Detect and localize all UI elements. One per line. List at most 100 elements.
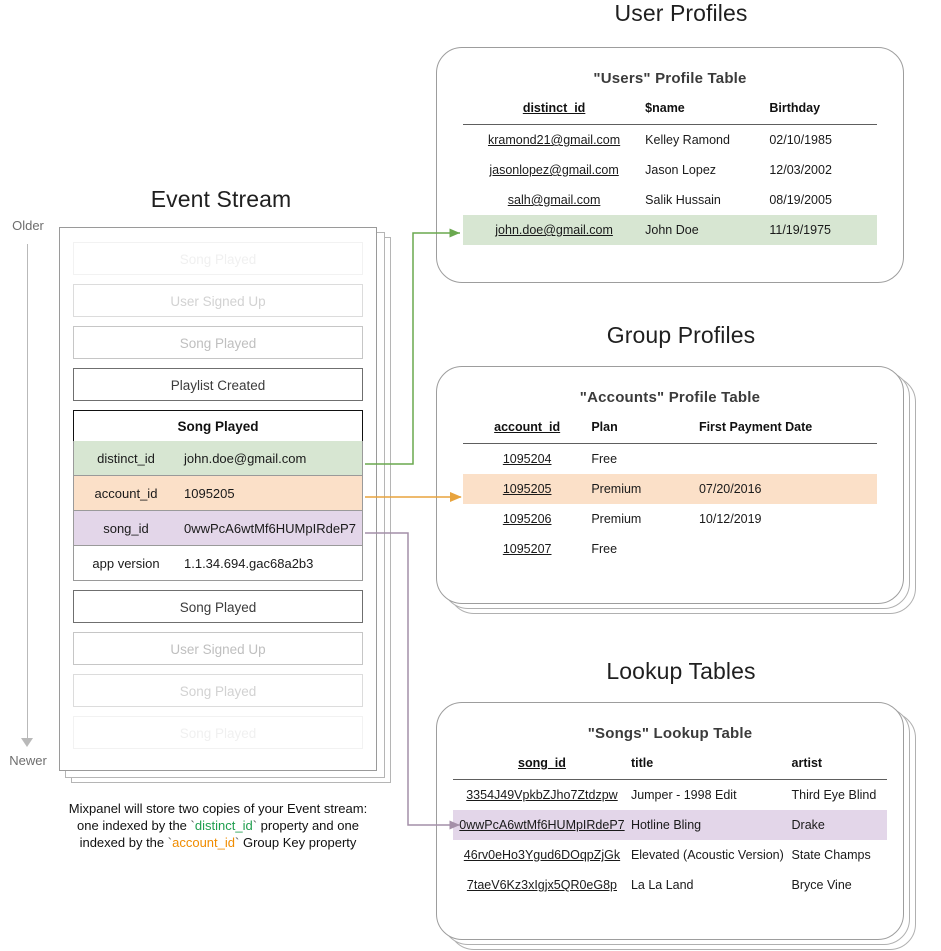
event-stream-title: Event Stream (150, 186, 292, 212)
songs-col-artist: artist (791, 742, 887, 780)
table-cell: Free (591, 542, 618, 556)
table-cell-key: 1095206 (502, 512, 552, 526)
event-row[interactable]: Song Played (73, 590, 363, 623)
table-cell: 02/10/1985 (769, 133, 832, 147)
songs-table-row[interactable]: 46rv0eHo3Ygud6DOqpZjGk Elevated (Acoustic… (453, 840, 887, 870)
caption-line-3-pre: indexed by the (79, 835, 168, 850)
table-cell: 10/12/2019 (698, 512, 762, 526)
table-cell: Hotline Bling (630, 810, 792, 840)
table-cell-key: 46rv0eHo3Ygud6DOqpZjGk (463, 848, 621, 862)
users-table: distinct_id $name Birthday kramond21@gma… (463, 87, 877, 245)
event-property-row: account_id 1095205 (73, 476, 363, 511)
accounts-table-header-row: account_id Plan First Payment Date (463, 406, 877, 444)
event-row[interactable]: Song Played (73, 242, 363, 275)
accounts-profile-card: "Accounts" Profile Table account_id Plan… (436, 366, 926, 614)
users-col-name: $name (645, 87, 770, 125)
table-cell: 08/19/2005 (769, 193, 832, 207)
table-cell: 12/03/2002 (769, 163, 832, 177)
table-cell-key: 1095207 (502, 542, 552, 556)
users-table-header-row: distinct_id $name Birthday (463, 87, 877, 125)
songs-table-title: "Songs" Lookup Table (587, 725, 753, 742)
accounts-table-row[interactable]: 1095204 Free (463, 444, 877, 475)
stream-caption: Mixpanel will store two copies of your E… (38, 800, 398, 851)
event-row[interactable]: Song Played (73, 716, 363, 749)
caption-line-2-pre: one indexed by the (77, 818, 191, 833)
event-row[interactable]: Song Played (73, 674, 363, 707)
event-property-row: distinct_id john.doe@gmail.com (73, 441, 363, 476)
songs-card-body: "Songs" Lookup Table song_id title artis… (436, 702, 904, 940)
table-cell: Salik Hussain (645, 193, 721, 207)
table-cell: 11/19/1975 (769, 215, 877, 245)
timeline-line (27, 244, 28, 744)
table-cell: 07/20/2016 (698, 474, 877, 504)
event-row[interactable]: User Signed Up (73, 284, 363, 317)
table-cell: State Champs (791, 848, 871, 862)
table-cell-key: 1095204 (502, 452, 552, 466)
table-cell-key: kramond21@gmail.com (487, 133, 621, 147)
timeline-older-label: Older (12, 218, 44, 233)
table-cell: Bryce Vine (791, 878, 852, 892)
event-row[interactable]: Song Played (73, 326, 363, 359)
event-row[interactable]: User Signed Up (73, 632, 363, 665)
event-property-key: distinct_id (97, 450, 155, 466)
event-property-value: 1095205 (184, 485, 235, 501)
users-col-birthday: Birthday (769, 87, 877, 125)
caption-line-2: one indexed by the `distinct_id` propert… (77, 818, 359, 833)
group-profiles-title: Group Profiles (606, 322, 756, 348)
table-cell: Kelley Ramond (645, 133, 730, 147)
table-cell-key: john.doe@gmail.com (495, 223, 613, 237)
accounts-table: account_id Plan First Payment Date 10952… (463, 406, 877, 564)
event-property-value: john.doe@gmail.com (184, 450, 307, 466)
event-row[interactable]: Playlist Created (73, 368, 363, 401)
songs-col-song-id: song_id (453, 742, 631, 780)
songs-lookup-card: "Songs" Lookup Table song_id title artis… (436, 702, 926, 950)
accounts-col-plan: Plan (591, 406, 699, 444)
table-cell: Third Eye Blind (791, 788, 877, 802)
users-profile-card: "Users" Profile Table distinct_id $name … (436, 47, 914, 285)
timeline-axis: Older Newer (0, 218, 56, 784)
timeline-newer-label: Newer (9, 753, 47, 768)
users-table-title: "Users" Profile Table (593, 70, 747, 87)
songs-table: song_id title artist 3354J49VpkbZJho7Ztd… (453, 742, 887, 900)
lookup-tables-title: Lookup Tables (606, 658, 756, 684)
users-col-distinct-id: distinct_id (463, 87, 646, 125)
expanded-event-card[interactable]: Song Played distinct_id john.doe@gmail.co… (73, 410, 363, 581)
event-property-key: app version (92, 555, 160, 571)
users-card-body: "Users" Profile Table distinct_id $name … (436, 47, 904, 283)
caption-account-id-token: account_id (172, 835, 235, 850)
songs-table-header-row: song_id title artist (453, 742, 887, 780)
caption-distinct-id-token: distinct_id (194, 818, 253, 833)
event-property-row: app version 1.1.34.694.gac68a2b3 (73, 546, 363, 581)
table-cell-key: 7taeV6Kz3xIgjx5QR0eG8p (466, 878, 618, 892)
songs-col-title: title (630, 742, 792, 780)
expanded-event-name: Song Played (73, 410, 363, 441)
users-table-row[interactable]: kramond21@gmail.com Kelley Ramond 02/10/19… (463, 125, 877, 156)
event-property-key: account_id (94, 485, 158, 501)
accounts-col-first-payment: First Payment Date (698, 406, 877, 444)
users-table-row[interactable]: salh@gmail.com Salik Hussain 08/19/2005 (463, 185, 877, 215)
table-cell-key: 3354J49VpkbZJho7Ztdzpw (466, 788, 618, 802)
event-property-key: song_id (103, 520, 149, 536)
accounts-table-row[interactable]: 1095206 Premium 10/12/2019 (463, 504, 877, 534)
table-cell: John Doe (645, 215, 770, 245)
table-cell: Premium (591, 474, 699, 504)
table-cell: Premium (591, 512, 642, 526)
event-property-value: 1.1.34.694.gac68a2b3 (184, 555, 314, 571)
timeline-arrow-icon (21, 738, 33, 747)
accounts-table-row[interactable]: 1095207 Free (463, 534, 877, 564)
event-property-row: song_id 0wwPcA6wtMf6HUMpIRdeP7 (73, 511, 363, 546)
table-cell: Elevated (Acoustic Version) (630, 848, 784, 862)
event-property-value: 0wwPcA6wtMf6HUMpIRdeP7 (184, 520, 356, 536)
table-cell-key: salh@gmail.com (507, 193, 601, 207)
table-cell: Jason Lopez (645, 163, 717, 177)
table-cell: Free (591, 452, 618, 466)
table-cell (699, 534, 877, 564)
accounts-card-body: "Accounts" Profile Table account_id Plan… (436, 366, 904, 604)
